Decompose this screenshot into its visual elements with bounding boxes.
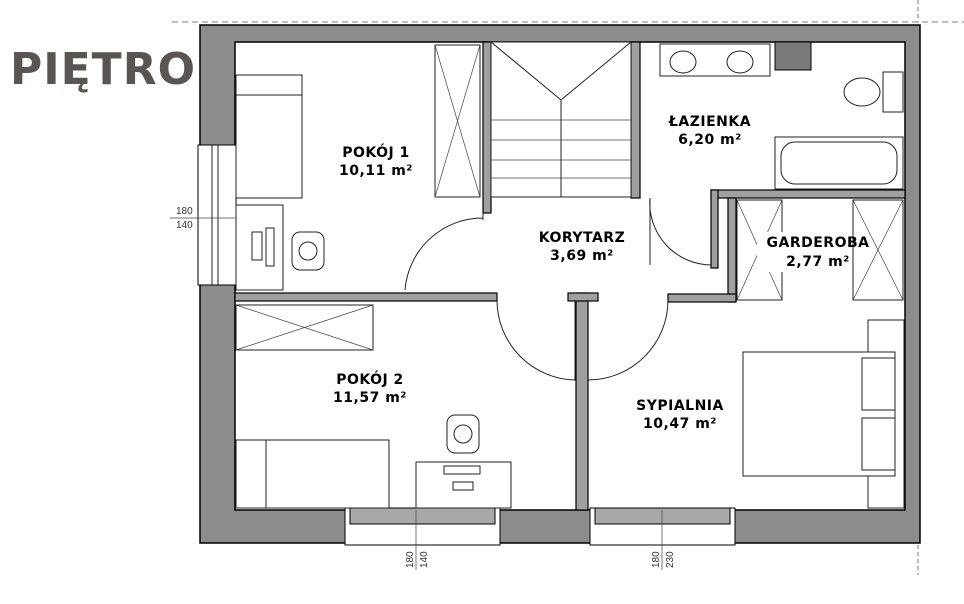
window-dim-top: 180: [651, 551, 662, 568]
bathtub: [774, 136, 904, 190]
floor-title: PIĘTRO: [10, 44, 196, 95]
chair-icon: [291, 231, 325, 271]
wardrobe-pokoj-2: [235, 304, 374, 351]
bed-pokoj-1: [235, 74, 303, 199]
wardrobe-pokoj-1: [434, 44, 481, 198]
chair-icon: [446, 414, 480, 454]
desk-pokoj-2: [415, 461, 512, 509]
window-bottom-left: 180 140: [344, 507, 501, 570]
room-korytarz: KORYTARZ 3,69 m²: [539, 230, 626, 264]
sinks: [659, 43, 771, 77]
window-dim-bottom: 230: [665, 551, 676, 568]
window-dim-bottom: 140: [419, 551, 430, 568]
outer-wall: [199, 24, 921, 544]
room-area: 10,11 m²: [339, 163, 413, 179]
room-lazienka: ŁAZIENKA 6,20 m²: [668, 114, 751, 148]
window-dim-top: 180: [176, 206, 193, 217]
window-left: 180 140: [170, 144, 237, 286]
window-dim-top: 180: [405, 551, 416, 568]
room-sypialnia: SYPIALNIA 10,47 m²: [636, 398, 724, 432]
interior-walls: [234, 41, 906, 511]
room-name: POKÓJ 2: [336, 370, 404, 388]
bed-pokoj-2: [235, 439, 390, 509]
window-bottom-right: 180 230: [589, 507, 736, 570]
room-area: 10,47 m²: [643, 416, 717, 432]
window-dim-bottom: 140: [176, 220, 193, 231]
room-pokoj-1: POKÓJ 1 10,11 m²: [339, 143, 413, 179]
room-name: KORYTARZ: [539, 230, 626, 246]
room-area: 2,77 m²: [786, 254, 850, 270]
room-name: GARDEROBA: [767, 235, 870, 251]
room-name: POKÓJ 1: [342, 143, 410, 161]
bed-sypialnia: [742, 319, 905, 509]
toilet: [843, 71, 904, 113]
room-garderoba: GARDEROBA 2,77 m²: [757, 232, 869, 272]
room-area: 6,20 m²: [678, 132, 742, 148]
doors: [404, 197, 712, 381]
room-area: 3,69 m²: [550, 248, 614, 264]
room-area: 11,57 m²: [333, 390, 407, 406]
desk-pokoj-1: [235, 204, 284, 291]
room-pokoj-2: POKÓJ 2 11,57 m²: [333, 370, 407, 406]
room-name: SYPIALNIA: [636, 398, 724, 414]
room-name: ŁAZIENKA: [668, 114, 751, 130]
staircase: [490, 41, 632, 198]
